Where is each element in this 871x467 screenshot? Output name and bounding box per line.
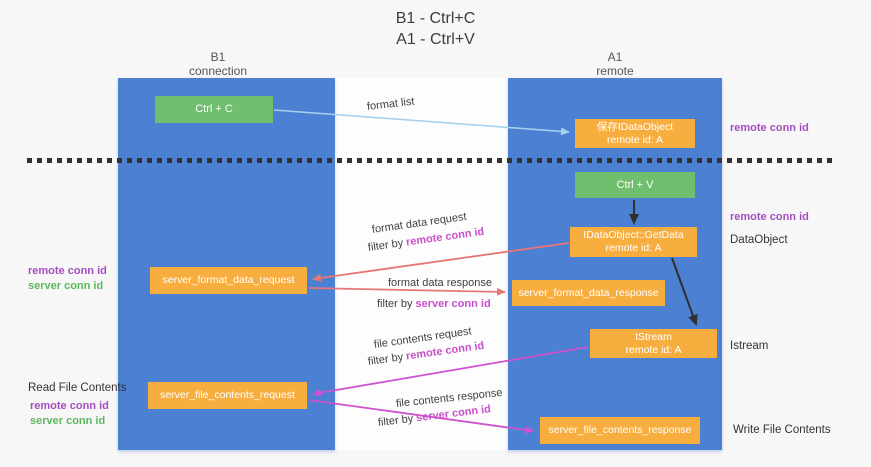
lifeline-b1-role: connection xyxy=(188,64,248,78)
ctrl-v-box: Ctrl + V xyxy=(575,172,695,198)
lifeline-a1-role: remote xyxy=(596,64,634,78)
getdata-line1: IDataObject::GetData xyxy=(583,229,684,241)
save-idataobject-line1: 保存IDataObject xyxy=(596,120,674,133)
lifeline-header-b1: B1 connection xyxy=(128,50,308,78)
remote-conn-id-label-left-2: remote conn id xyxy=(30,400,109,412)
dataobject-label: DataObject xyxy=(730,234,788,246)
remote-conn-id-label-right-2: remote conn id xyxy=(730,211,809,223)
server-format-data-response-label: server_format_data_response xyxy=(518,286,659,299)
filter-by-text: filter by xyxy=(377,298,413,310)
server-format-data-response-box: server_format_data_response xyxy=(512,280,665,306)
save-idataobject-line2: remote id: A xyxy=(606,133,664,146)
istream-box: IStream remote id: A xyxy=(590,329,717,358)
server-file-contents-request-box: server_file_contents_request xyxy=(148,382,307,409)
title-line-1: B1 - Ctrl+C xyxy=(395,10,476,27)
remote-conn-id-label-left-1: remote conn id xyxy=(28,265,107,277)
istream-line1: IStream xyxy=(635,330,672,343)
title-line-2: A1 - Ctrl+V xyxy=(396,31,475,48)
server-conn-id-highlight: server conn id xyxy=(415,298,491,310)
server-file-contents-request-label: server_file_contents_request xyxy=(160,389,295,401)
clipboard-phase-separator-dashed-line xyxy=(27,158,833,163)
istream-side-label: Istream xyxy=(730,340,769,352)
ctrl-v-label: Ctrl + V xyxy=(616,178,654,191)
server-format-data-request-label: server_format_data_request xyxy=(162,274,295,286)
remote-conn-id-label-right-1: remote conn id xyxy=(730,122,809,134)
lifeline-header-a1: A1 remote xyxy=(525,50,705,78)
istream-line2: remote id: A xyxy=(625,343,682,356)
write-file-contents-label: Write File Contents xyxy=(733,424,831,436)
ctrl-c-label: Ctrl + C xyxy=(195,103,233,115)
idataobject-getdata-box: IDataObject::GetData remote id: A xyxy=(570,227,697,257)
diagram-title: B1 - Ctrl+C A1 - Ctrl+V xyxy=(0,8,871,50)
getdata-line2: remote id: A xyxy=(605,242,662,254)
read-file-contents-label: Read File Contents xyxy=(28,382,127,394)
save-idataobject-box: 保存IDataObject remote id: A xyxy=(575,119,695,148)
server-file-contents-response-box: server_file_contents_response xyxy=(540,417,700,444)
format-data-response-label: format data response xyxy=(388,277,492,289)
server-conn-id-label-left-1: server conn id xyxy=(28,280,104,292)
ctrl-c-box: Ctrl + C xyxy=(155,96,273,123)
server-conn-id-label-left-2: server conn id xyxy=(30,415,106,427)
lifeline-a1-name: A1 xyxy=(607,50,623,64)
server-file-contents-response-label: server_file_contents_response xyxy=(548,424,692,436)
server-format-data-request-box: server_format_data_request xyxy=(150,267,307,294)
lifeline-b1-name: B1 xyxy=(210,50,226,64)
